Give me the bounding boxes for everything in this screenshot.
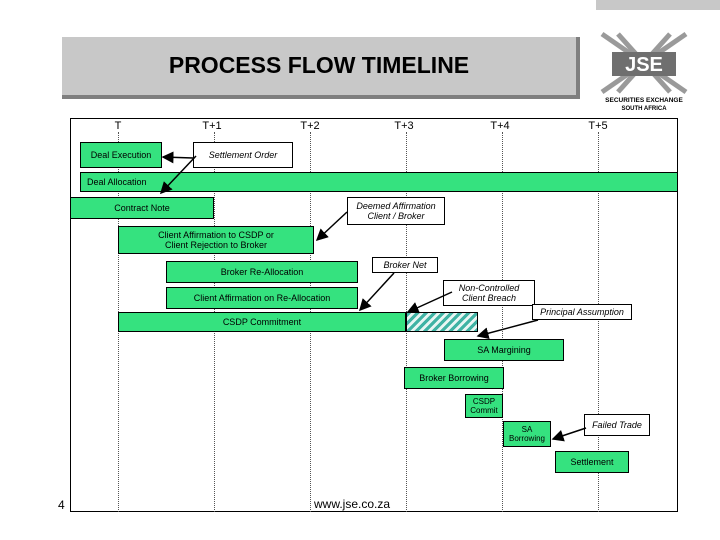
csdp-commitment-extension: [406, 312, 478, 332]
logo-text: JSE: [625, 54, 663, 76]
step-client-affirmation-reallocation: Client Affirmation on Re-Allocation: [166, 287, 358, 309]
header-t: T: [114, 120, 122, 132]
sa-borrowing-line-1: SA: [521, 424, 533, 434]
step-deal-allocation: Deal Allocation: [80, 172, 678, 192]
step-contract-note: Contract Note: [70, 197, 214, 219]
csdp-commit-line-2: Commit: [470, 406, 498, 415]
arrow-client-breach: [406, 291, 453, 314]
arrow-broker-net: [358, 272, 395, 312]
client-affirmation-line-1: Client Affirmation to CSDP or: [158, 229, 274, 240]
step-csdp-commit: CSDP Commit: [465, 394, 503, 418]
step-broker-borrowing: Broker Borrowing: [404, 367, 504, 389]
arrow-deal-allocation: [159, 155, 197, 195]
deemed-affirmation-line-1: Deemed Affirmation: [356, 200, 436, 211]
step-failed-trade: Failed Trade: [584, 414, 650, 436]
header-t2: T+2: [300, 120, 320, 132]
csdp-commit-line-1: CSDP: [472, 396, 496, 406]
arrow-principal-assumption: [476, 319, 539, 340]
arrow-failed-trade: [551, 427, 587, 442]
logo-line-1: SECURITIES EXCHANGE: [605, 97, 683, 104]
arrow-deemed-affirmation: [315, 211, 348, 242]
timeline-divider: [502, 132, 503, 512]
client-affirmation-line-2: Client Rejection to Broker: [164, 240, 268, 250]
non-controlled-line-2: Client Breach: [461, 293, 517, 303]
title-box: PROCESS FLOW TIMELINE: [62, 37, 580, 99]
step-broker-reallocation: Broker Re-Allocation: [166, 261, 358, 283]
page-number: 4: [58, 498, 65, 512]
jse-logo: JSE SECURITIES EXCHANGE SOUTH AFRICA: [588, 30, 700, 120]
logo-line-2: SOUTH AFRICA: [621, 106, 667, 112]
timeline-divider: [598, 132, 599, 512]
step-broker-net: Broker Net: [372, 257, 438, 273]
header-t5: T+5: [588, 120, 608, 132]
footer-url: www.jse.co.za: [314, 497, 391, 511]
step-client-affirmation: Client Affirmation to CSDP or Client Rej…: [118, 226, 314, 254]
step-csdp-commitment: CSDP Commitment: [118, 312, 406, 332]
step-non-controlled-client-breach: Non-Controlled Client Breach: [443, 280, 535, 306]
step-principal-assumption: Principal Assumption: [532, 304, 632, 320]
header-t4: T+4: [490, 120, 510, 132]
step-sa-margining: SA Margining: [444, 339, 564, 361]
step-settlement: Settlement: [555, 451, 629, 473]
jse-logo-mark: JSE: [600, 31, 688, 95]
top-accent-bar: [596, 0, 720, 10]
header-t1: T+1: [202, 120, 222, 132]
header-t3: T+3: [394, 120, 414, 132]
step-settlement-order: Settlement Order: [193, 142, 293, 168]
timeline-frame: [70, 118, 678, 512]
sa-borrowing-line-2: Borrowing: [508, 434, 545, 443]
deemed-affirmation-line-2: Client / Broker: [367, 211, 425, 221]
step-deemed-affirmation: Deemed Affirmation Client / Broker: [347, 197, 445, 225]
page-title: PROCESS FLOW TIMELINE: [168, 52, 470, 78]
non-controlled-line-1: Non-Controlled: [458, 282, 520, 293]
step-sa-borrowing: SA Borrowing: [503, 421, 551, 447]
step-deal-execution: Deal Execution: [80, 142, 162, 168]
arrow-settlement-order: [161, 151, 194, 164]
